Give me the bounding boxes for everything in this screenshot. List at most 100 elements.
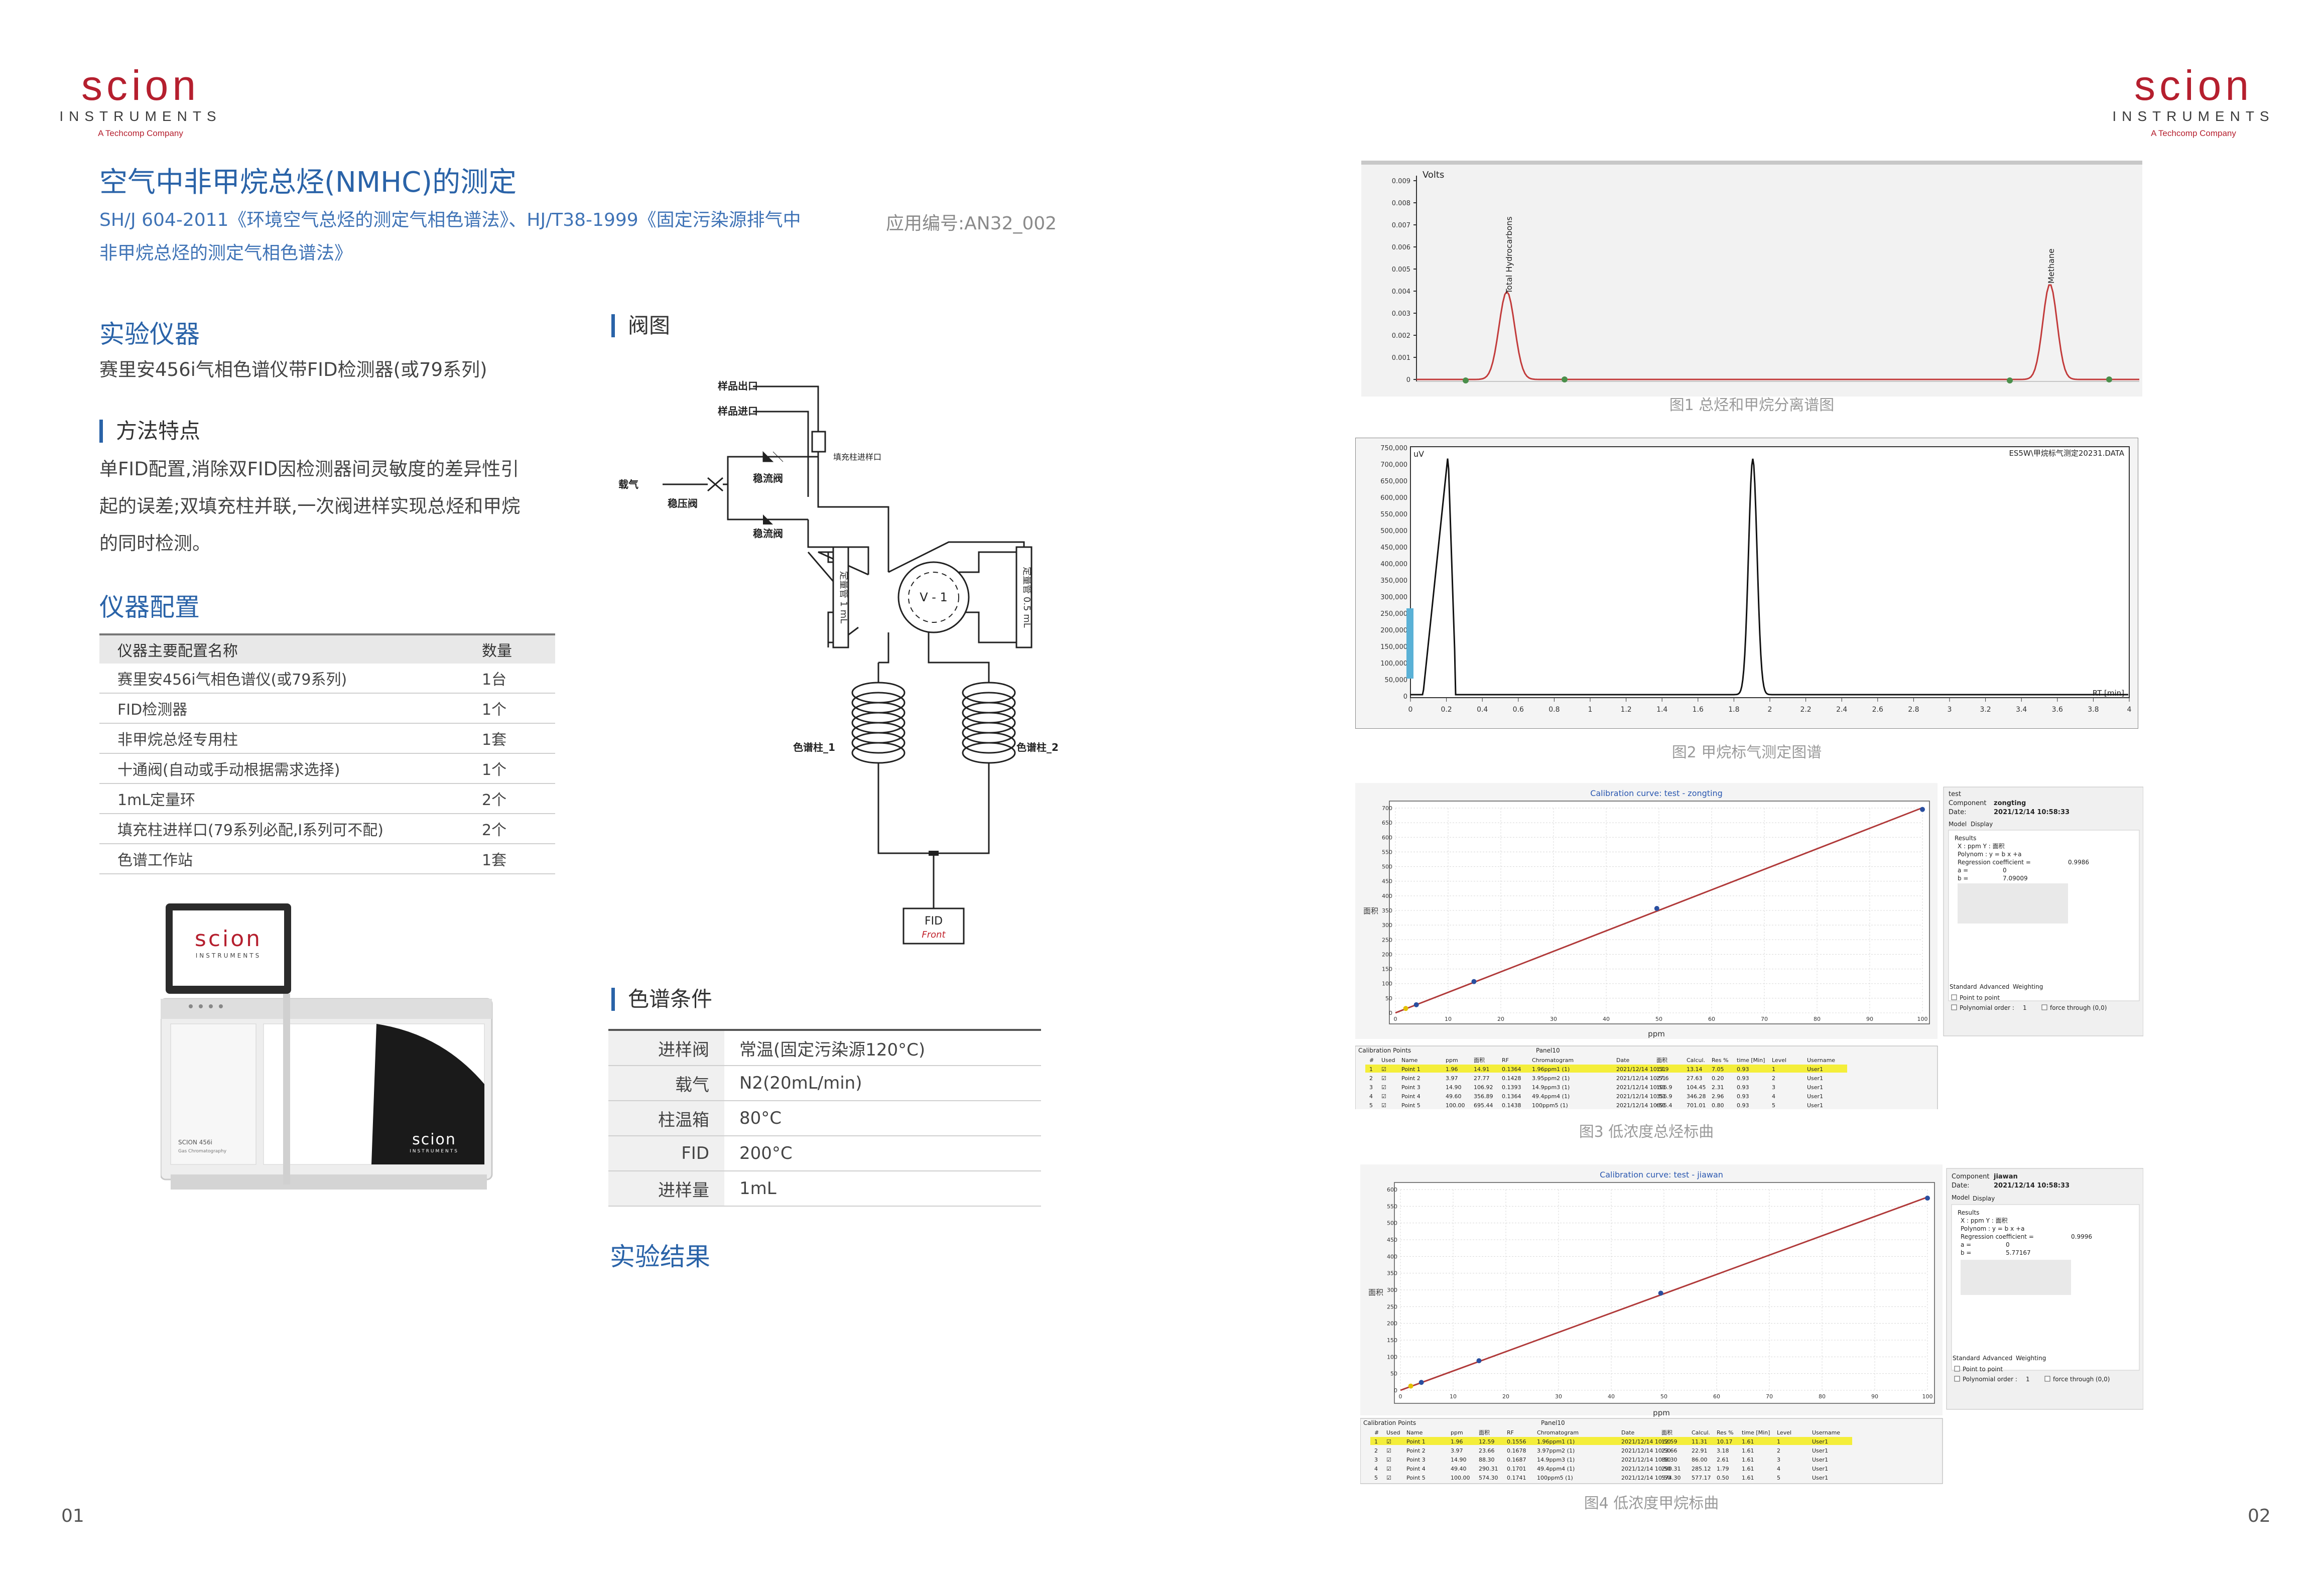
fig2-ytick-label: 650,000: [1380, 478, 1407, 485]
fig2-ytick-label: 0: [1403, 693, 1407, 701]
fig4-xtick-label: 80: [1819, 1393, 1826, 1400]
fig4-fit-line: [1400, 1196, 1928, 1391]
fig4-xtick-label: 30: [1555, 1393, 1562, 1400]
fig4-table-cell: 4: [1777, 1466, 1780, 1472]
fig4-xy: X : ppm Y : 面积: [1961, 1217, 2008, 1224]
fig3-table-cell: 701.01: [1687, 1102, 1706, 1109]
fig1-peak1-label: Total Hydrocarbons: [1504, 216, 1514, 294]
fig4-table-cell: ☑: [1386, 1457, 1391, 1463]
fig3-table-cell: 27.6: [1656, 1075, 1669, 1082]
fig4-table-col-header: 面积: [1479, 1429, 1490, 1436]
fig3-table-cell: 100.00: [1446, 1102, 1465, 1109]
fig3-tab-standard[interactable]: Standard: [1950, 983, 1977, 990]
fig3-table-cell: User1: [1807, 1084, 1823, 1091]
fig3-table-cell: ☑: [1381, 1066, 1386, 1073]
fig4-xtick-label: 20: [1502, 1393, 1509, 1400]
screen-logo-word: scion: [195, 926, 262, 952]
fig4-ytick-label: 250: [1387, 1303, 1397, 1310]
table-row: 进样阀常温(固定污染源120°C): [608, 1029, 1041, 1066]
fig3-table-cell: 346.28: [1687, 1093, 1706, 1100]
condition-value: 80°C: [724, 1101, 1041, 1136]
pressure-valve-label: 稳压阀: [668, 497, 698, 509]
figure-2-caption: 图2 甲烷标气测定图谱: [1671, 744, 1822, 761]
fig3-tab-display[interactable]: Display: [1971, 821, 1993, 828]
fig4-point-to-point-checkbox[interactable]: [1954, 1366, 1960, 1372]
fig3-table-cell: 27.77: [1474, 1075, 1490, 1082]
config-qty: 2个: [464, 814, 555, 844]
fig4-b-label: b =: [1961, 1249, 1972, 1256]
fig4-polynomial-checkbox[interactable]: [1954, 1376, 1960, 1382]
fig2-xtick-label: 1.4: [1656, 706, 1667, 714]
fig3-xlabel: ppm: [1648, 1029, 1665, 1038]
fig1-ytick-label: 0.002: [1392, 332, 1410, 340]
fig3-polynomial-checkbox[interactable]: [1951, 1004, 1957, 1010]
fig4-tab-advanced[interactable]: Advanced: [1983, 1355, 2012, 1362]
fig4-tab-weighting[interactable]: Weighting: [2016, 1355, 2046, 1362]
fig3-tab-weighting[interactable]: Weighting: [2013, 983, 2043, 990]
column-2-label: 色谱柱_2: [1016, 741, 1059, 753]
fig4-table-cell: ☑: [1386, 1466, 1391, 1472]
gc-brand-sub: INSTRUMENTS: [410, 1149, 459, 1154]
fig4-table-col-header: Res %: [1717, 1429, 1734, 1436]
fid-front-label: Front: [922, 930, 946, 940]
fig3-table-cell: 4: [1772, 1093, 1775, 1100]
fig3-xtick-label: 70: [1761, 1016, 1768, 1022]
fig3-selected-row[interactable]: [1365, 1065, 1847, 1073]
fig2-xtick-label: 2.4: [1836, 706, 1847, 714]
fig2-ytick-label: 550,000: [1380, 511, 1407, 518]
fig3-table-cell: 13.14: [1687, 1066, 1703, 1073]
fig2-xtick-label: 3.2: [1980, 706, 1991, 714]
fig3-order[interactable]: 1: [2023, 1004, 2027, 1011]
fig2-xtick-label: 4: [2127, 706, 2132, 714]
page-title: 空气中非甲烷总烃(NMHC)的测定: [99, 166, 517, 199]
fig3-force-checkbox[interactable]: [2041, 1004, 2047, 1010]
fig4-table-cell: 23.66: [1661, 1448, 1677, 1454]
fig4-table-cell: 2021/12/14 10:50: [1621, 1457, 1671, 1463]
fig4-order[interactable]: 1: [2026, 1376, 2030, 1383]
fig2-xtick-label: 0.6: [1513, 706, 1524, 714]
fig4-tab-standard[interactable]: Standard: [1953, 1355, 1980, 1362]
config-item: 赛里安456i气相色谱仪(或79系列): [99, 664, 464, 694]
fig3-table-cell: 3: [1772, 1084, 1775, 1091]
fig3-ytick-label: 300: [1382, 922, 1392, 929]
fig3-tab-advanced[interactable]: Advanced: [1980, 983, 2009, 990]
flow-valve-2-label: 稳流阀: [753, 528, 783, 540]
fid-box: [902, 907, 965, 945]
fig4-table-cell: 3: [1777, 1457, 1780, 1463]
config-qty: 1套: [464, 723, 555, 754]
fig3-table-col-header: Res %: [1712, 1057, 1729, 1064]
fig3-tab-model[interactable]: Model: [1949, 821, 1967, 828]
fig3-table-cell: 356.89: [1474, 1093, 1493, 1100]
fig3-table-cell: 0.1393: [1502, 1084, 1521, 1091]
instrument-text: 赛里安456i气相色谱仪带FID检测器(或79系列): [99, 359, 487, 380]
figure-4-caption: 图4 低浓度甲烷标曲: [1584, 1495, 1719, 1512]
model-label: SCION 456i: [178, 1139, 212, 1146]
fig3-point-to-point-checkbox[interactable]: [1951, 994, 1957, 1000]
fig2-xtick-label: 0.2: [1441, 706, 1452, 714]
fig2-xtick-label: 2.6: [1872, 706, 1883, 714]
config-col-qty: 数量: [464, 633, 555, 664]
fig3-table-cell: 0.93: [1737, 1093, 1749, 1100]
fig4-force-checkbox[interactable]: [2044, 1376, 2050, 1382]
fig4-table-cell: 0.50: [1717, 1475, 1729, 1481]
fig4-data-point: [1408, 1383, 1413, 1389]
fig3-b-label: b =: [1958, 875, 1969, 882]
fig3-table-cell: 14.90: [1446, 1084, 1462, 1091]
fig3-table-cell: 0.93: [1737, 1102, 1749, 1109]
fig3-table-cell: 1.96ppm1 (1): [1532, 1066, 1570, 1073]
fig3-table-cell: 49.4ppm4 (1): [1532, 1093, 1570, 1100]
fig4-ytick-label: 300: [1387, 1287, 1397, 1293]
fig4-selected-row[interactable]: [1370, 1437, 1852, 1445]
fig4-table-cell: 290.31: [1479, 1466, 1498, 1472]
fig2-xtick-label: 1.8: [1728, 706, 1739, 714]
fig4-tab-display[interactable]: Display: [1973, 1195, 1995, 1202]
fig3-opt1: Point to point: [1960, 994, 2000, 1001]
fig3-table-cell: ☑: [1381, 1075, 1386, 1082]
fig4-table-cell: 5: [1374, 1475, 1378, 1481]
fig4-table-cell: 2: [1777, 1448, 1780, 1454]
fig3-table-cell: User1: [1807, 1102, 1823, 1109]
fig4-tab-model[interactable]: Model: [1952, 1194, 1970, 1201]
fig4-table-col-header: 面积: [1661, 1429, 1672, 1436]
fig3-ytick-label: 400: [1382, 893, 1392, 899]
